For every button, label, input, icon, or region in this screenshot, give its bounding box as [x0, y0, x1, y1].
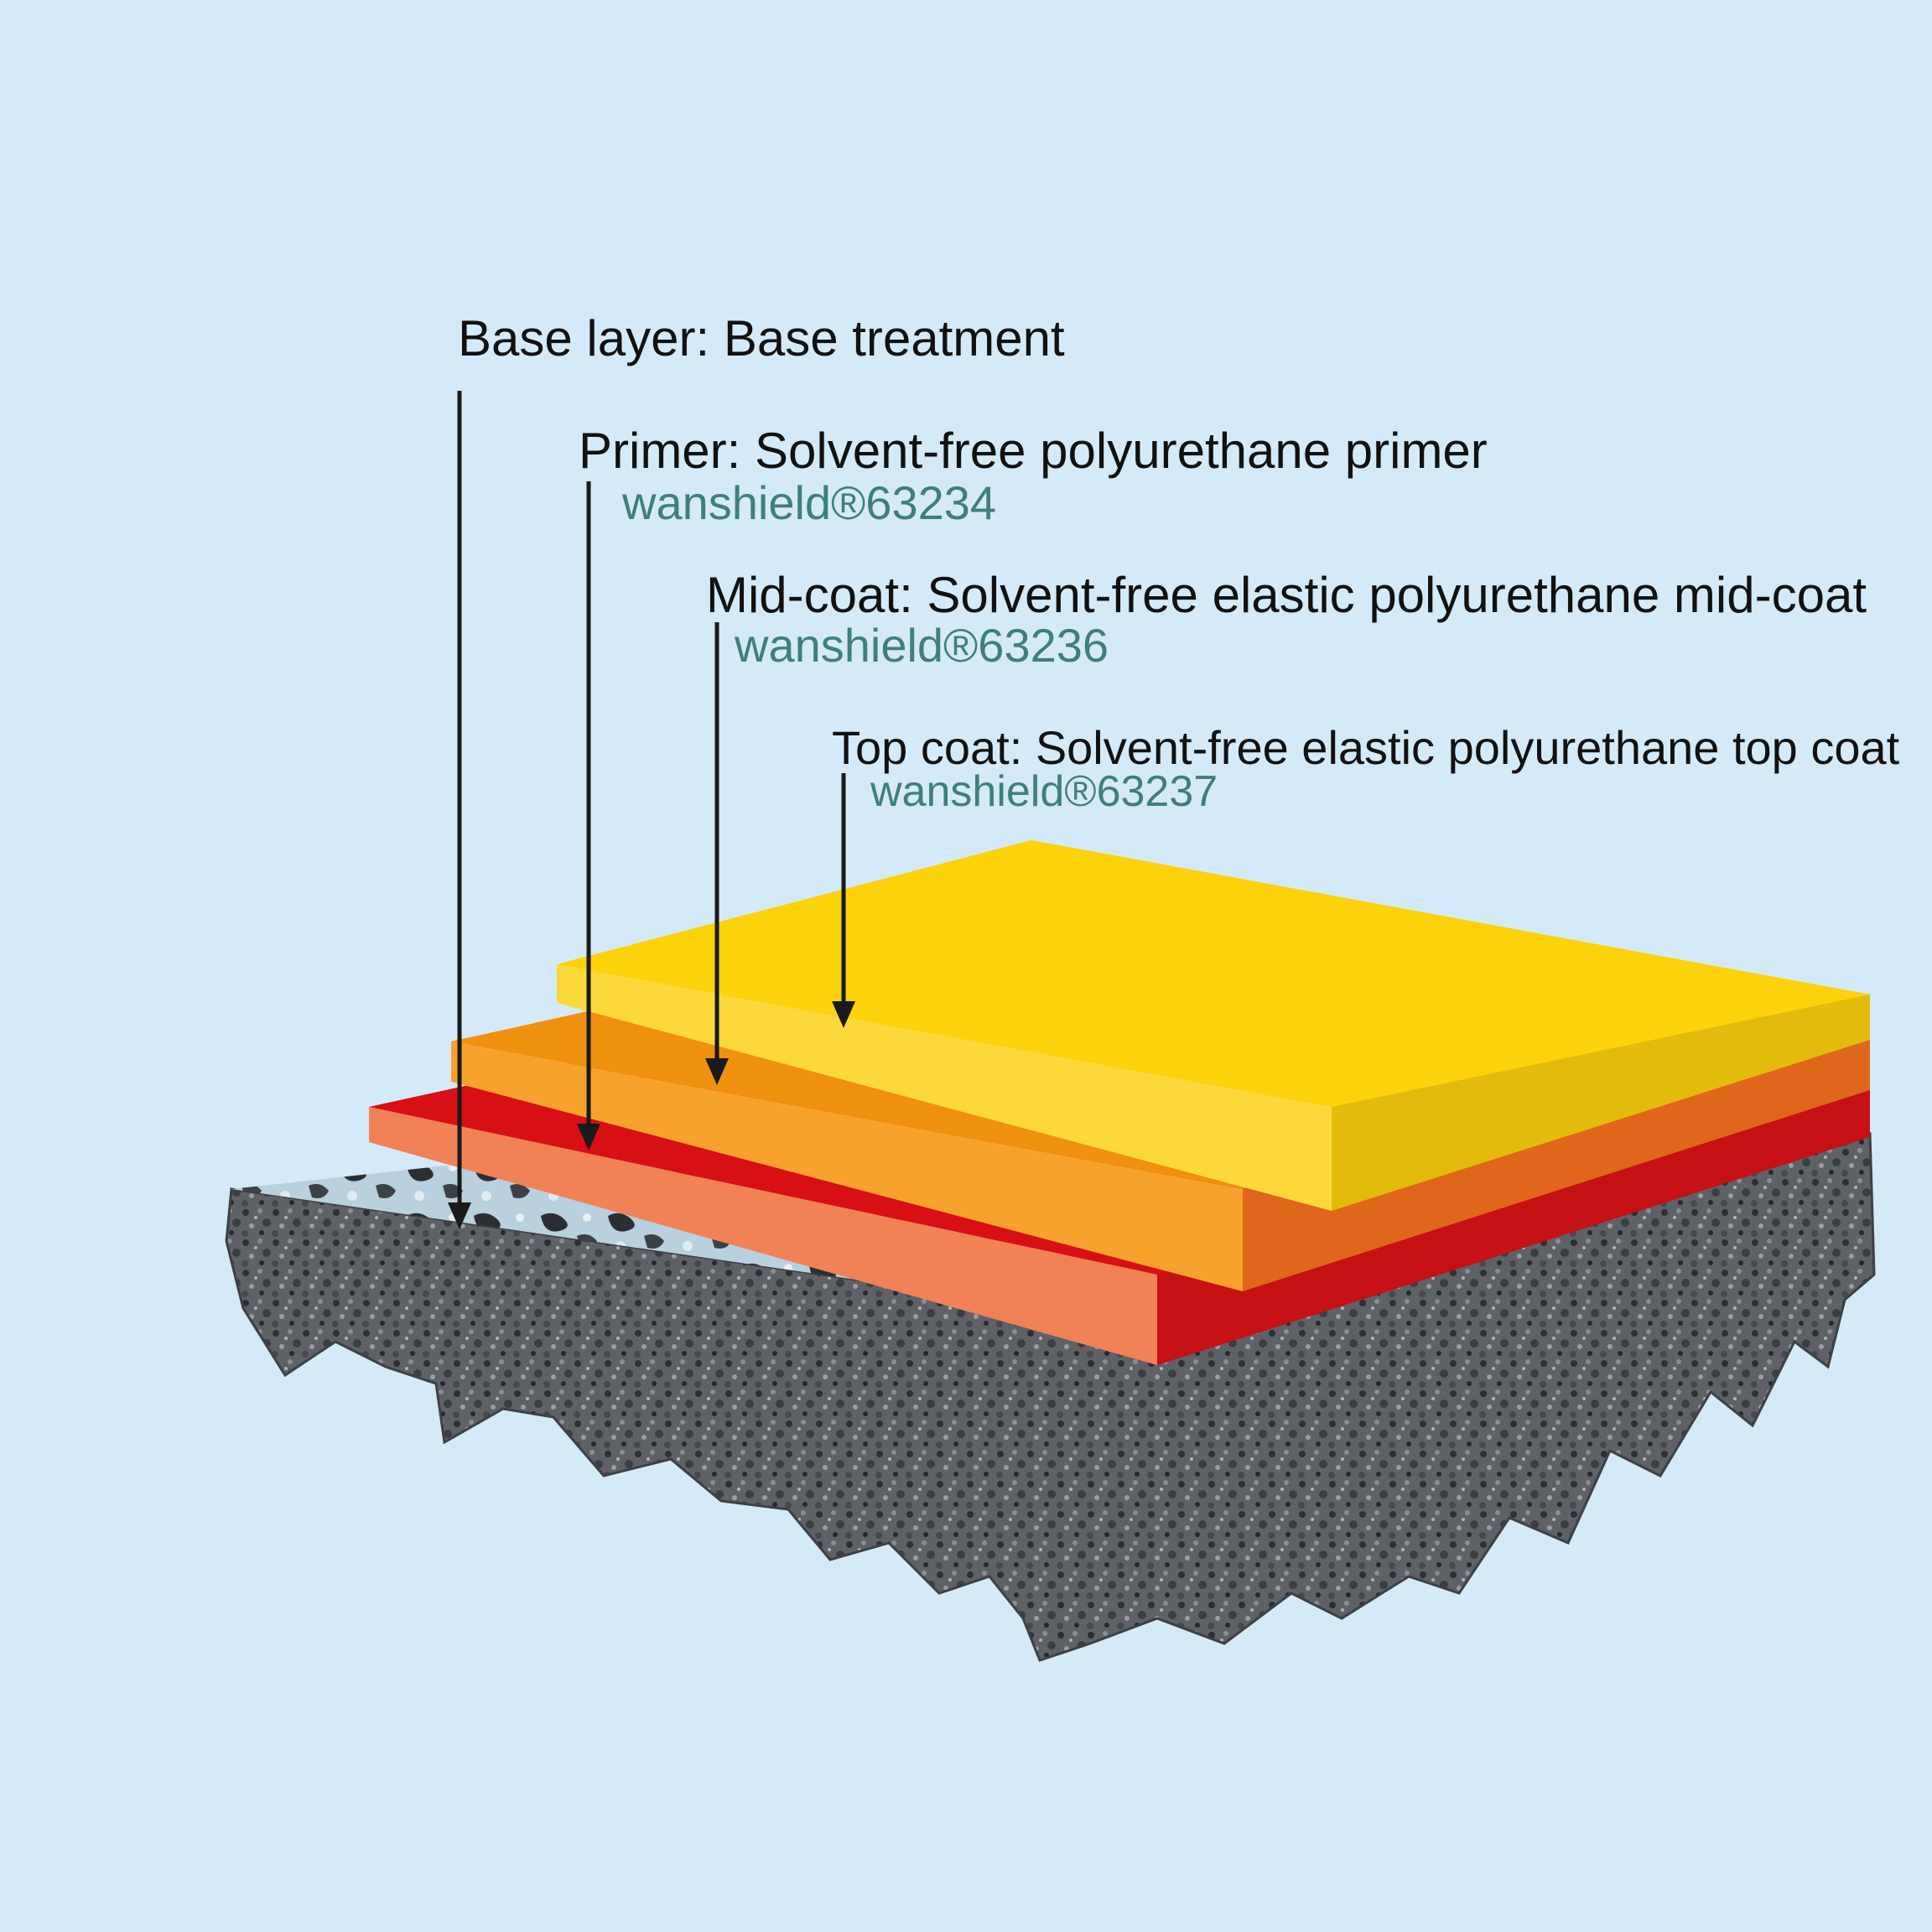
topcoat-top-back	[557, 840, 1870, 1107]
base-layer-label: Base layer: Base treatment	[458, 310, 1065, 366]
arrow-primer	[577, 481, 600, 1150]
topcoat-side	[1332, 995, 1870, 1211]
midcoat-label: Mid-coat: Solvent-free elastic polyureth…	[706, 567, 1867, 623]
arrow-topcoat	[832, 773, 855, 1028]
primer-front	[369, 1107, 1157, 1365]
topcoat-front	[557, 964, 1332, 1211]
primer-product-code: wanshield®63234	[622, 476, 997, 529]
arrow-base	[448, 391, 471, 1229]
topcoat-label: Top coat: Solvent-free elastic polyureth…	[832, 721, 1900, 774]
midcoat-product-code: wanshield®63236	[735, 619, 1109, 672]
primer-label: Primer: Solvent-free polyurethane primer	[579, 423, 1488, 479]
midcoat-front	[451, 1041, 1243, 1291]
topcoat-product-code: wanshield®63237	[870, 767, 1218, 816]
arrow-midcoat	[705, 622, 729, 1085]
